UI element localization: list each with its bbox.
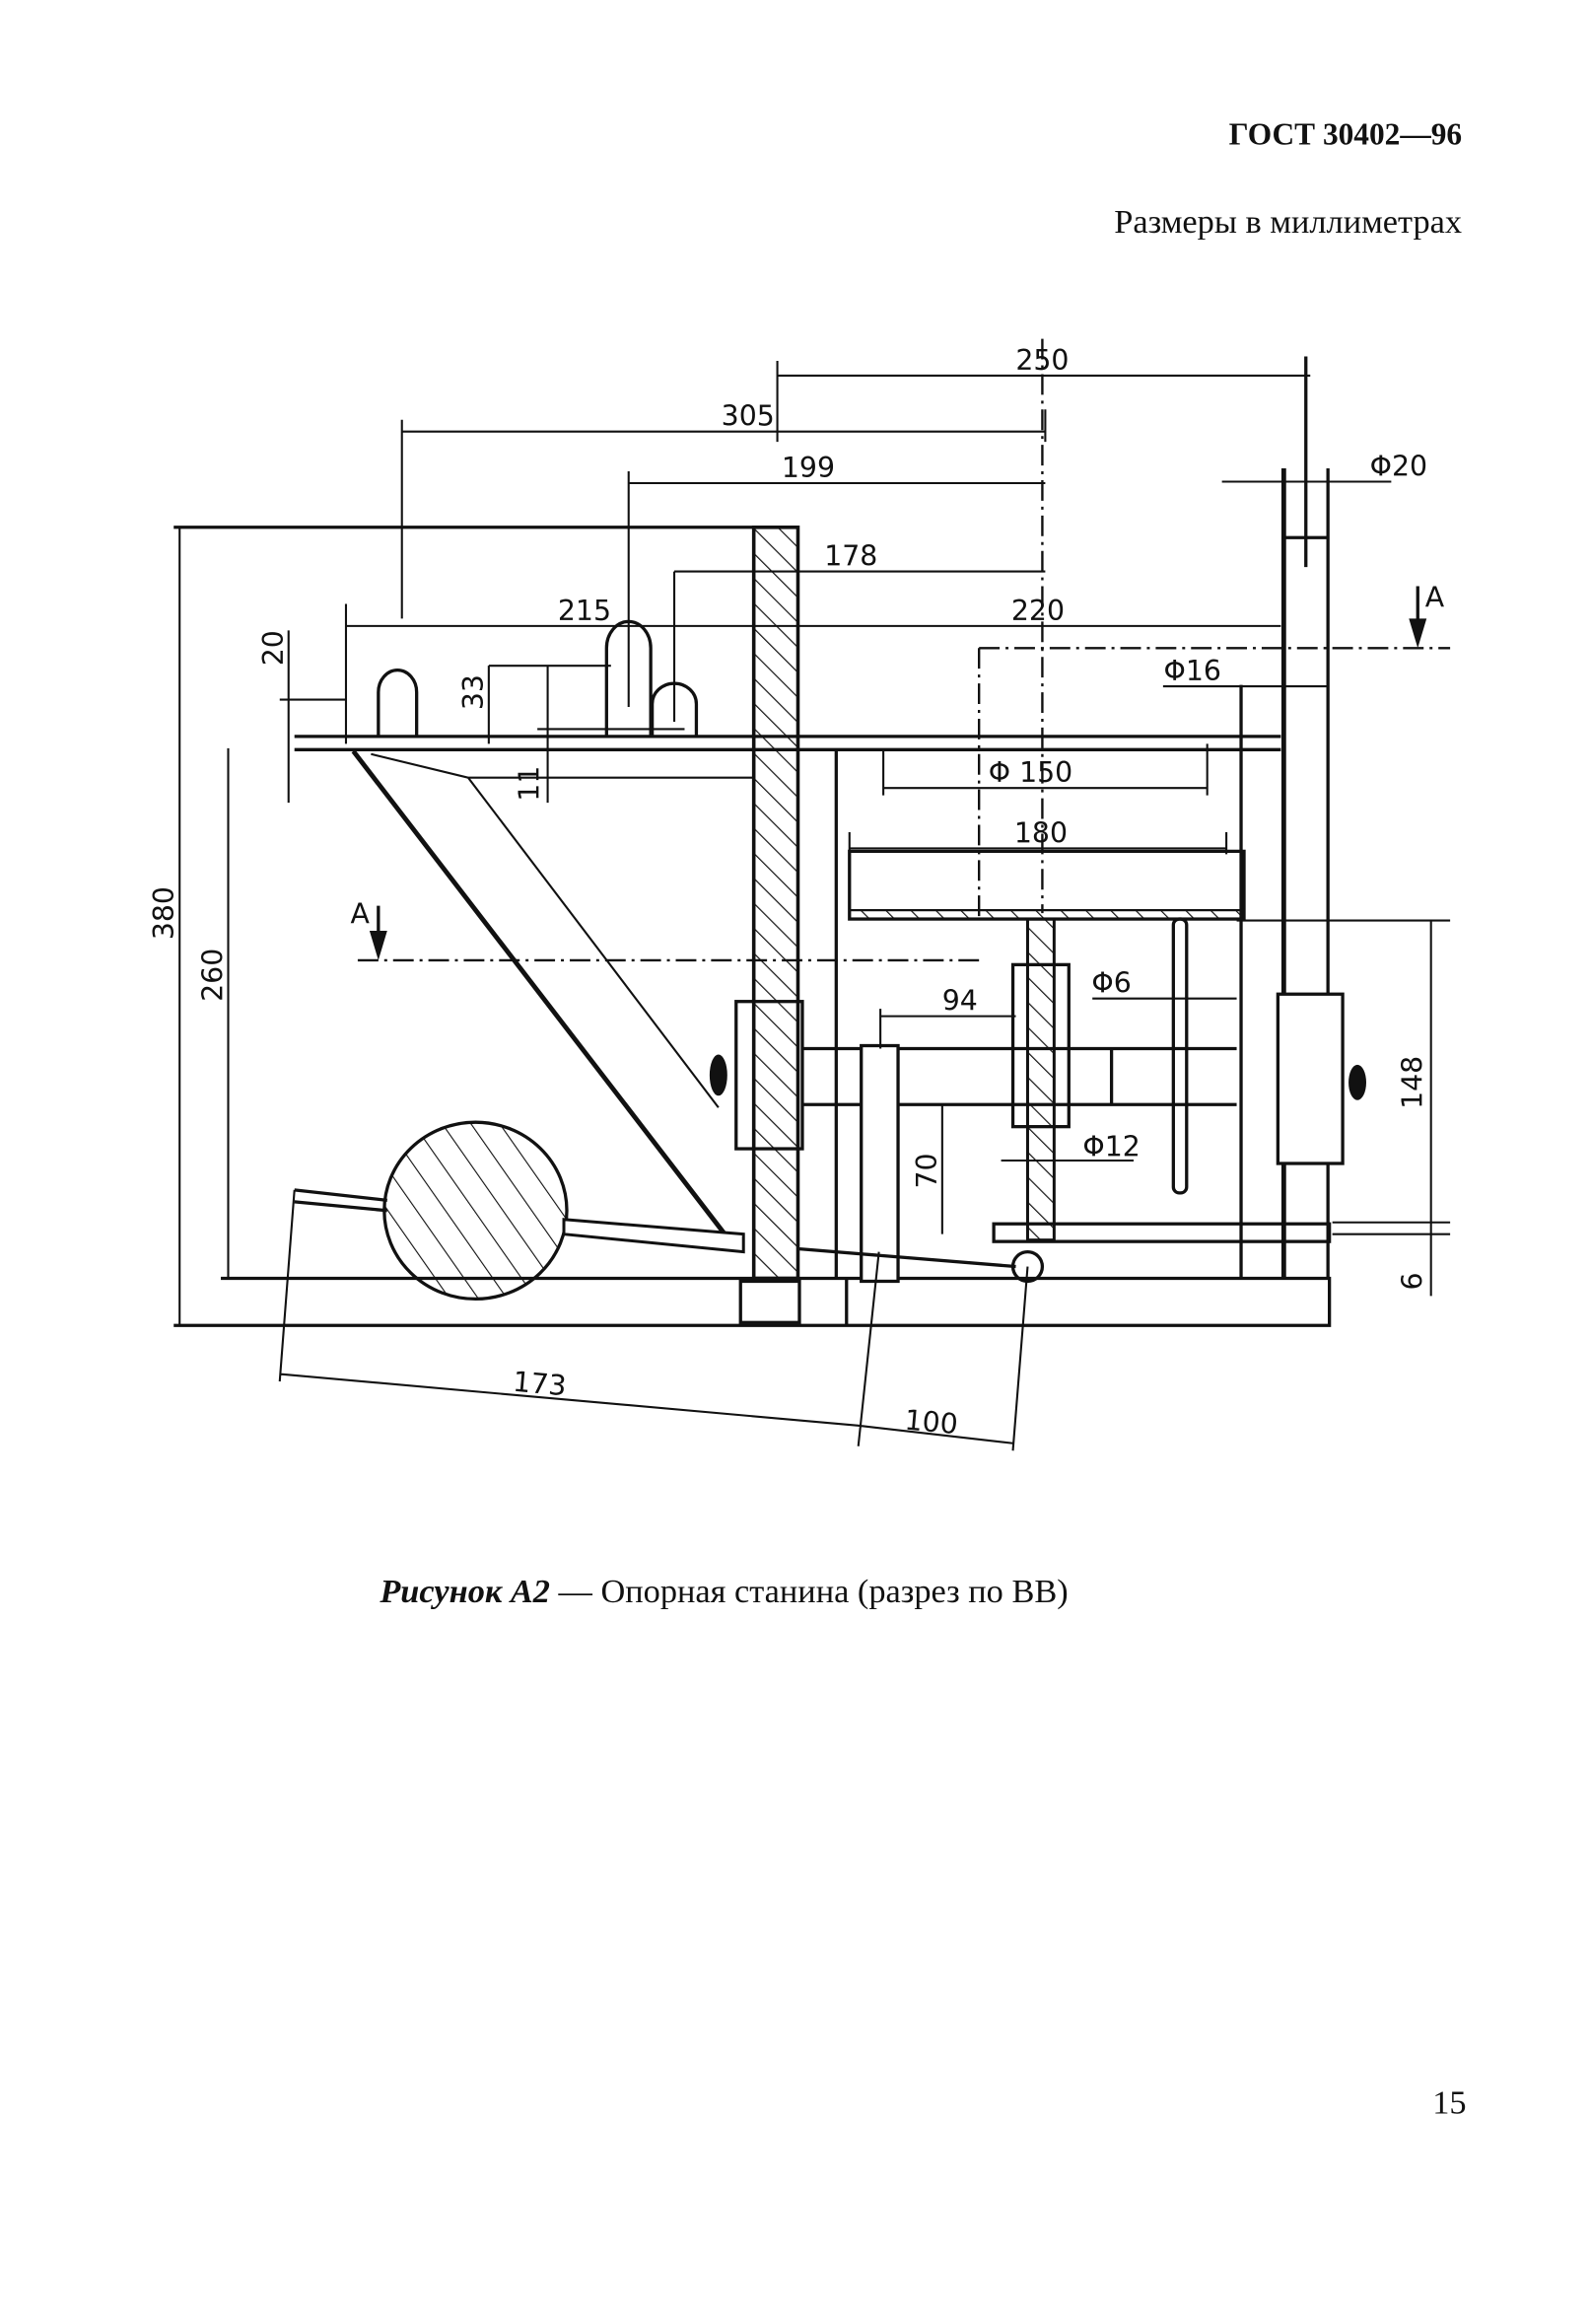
right-frame [834, 356, 1330, 1279]
dim-d94: 94 [942, 985, 978, 1018]
hooks [377, 619, 699, 737]
base-frame [173, 1276, 1332, 1327]
section-label-a-left: A [350, 898, 370, 931]
lever [294, 1188, 1016, 1269]
left-knob [709, 1054, 727, 1096]
dim-d173: 173 [512, 1366, 568, 1403]
dim-d260: 260 [197, 949, 230, 1002]
section-label-a-right: A [1425, 581, 1445, 613]
dim-d100: 100 [903, 1404, 959, 1442]
vertical-pin [860, 1043, 900, 1284]
central-shaft [1025, 917, 1056, 1242]
lever-arm [562, 1218, 745, 1254]
dim-d11: 11 [514, 766, 546, 802]
top-plate [173, 526, 1281, 751]
dim-d148: 148 [1397, 1056, 1429, 1109]
right-knob [1348, 1064, 1366, 1100]
shaft-sleeve [1010, 962, 1071, 1129]
dim-phi6: Φ6 [1091, 967, 1131, 1000]
dim-d178: 178 [824, 540, 877, 573]
dim-phi16: Φ16 [1164, 655, 1221, 687]
section-arrow-right [1409, 618, 1427, 649]
figure-title: — Опорная станина (разрез по ВВ) [550, 1573, 1069, 1610]
dim-phi20: Φ20 [1370, 451, 1427, 483]
dim-phi12: Φ12 [1082, 1131, 1140, 1163]
vertical-post [751, 526, 800, 1281]
lower-bar [992, 1222, 1332, 1243]
figure-caption: Рисунок А2 — Опорная станина (разрез по … [379, 1573, 1068, 1610]
dim-d250: 250 [1015, 344, 1069, 377]
dim-d380: 380 [148, 886, 180, 940]
standard-number: ГОСТ 30402—96 [1229, 116, 1462, 151]
rod [1171, 917, 1189, 1195]
base-block [738, 1279, 801, 1324]
dim-d6: 6 [1397, 1272, 1429, 1290]
section-arrow-left [369, 931, 387, 960]
right-block [1276, 992, 1345, 1165]
dimension-lines [178, 361, 1451, 1451]
left-bracket [734, 1000, 804, 1151]
dim-phi150: Φ 150 [989, 756, 1072, 789]
dim-d305: 305 [722, 400, 775, 433]
dim-d20: 20 [257, 630, 290, 666]
strut-brace [371, 752, 754, 1108]
dim-d70: 70 [911, 1153, 943, 1188]
counterweight-ball [382, 1120, 569, 1302]
dim-d199: 199 [782, 452, 835, 484]
figure-label: Рисунок А2 [379, 1573, 550, 1610]
dim-d220: 220 [1011, 595, 1065, 627]
dim-d215: 215 [558, 595, 611, 627]
units-note: Размеры в миллиметрах [1114, 203, 1462, 241]
disk [848, 849, 1246, 921]
diagonal-strut [351, 749, 738, 1251]
page-number: 15 [1432, 2083, 1466, 2121]
dim-d33: 33 [457, 674, 490, 710]
dim-d180: 180 [1014, 816, 1068, 849]
